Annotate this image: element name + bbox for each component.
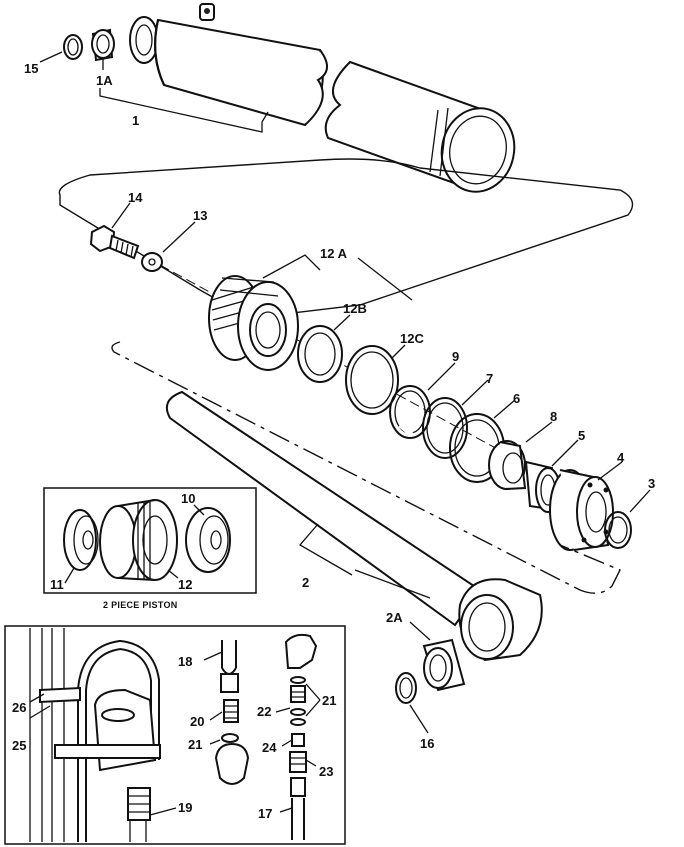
part-7-ring <box>422 397 468 459</box>
inset-two-piece-piston <box>43 487 257 594</box>
callout-5: 5 <box>578 428 585 443</box>
part-16-seal <box>395 672 417 704</box>
part-12A-piston <box>208 275 299 371</box>
callout-8: 8 <box>550 409 557 424</box>
callout-20: 20 <box>190 714 204 729</box>
inset-caption: 2 PIECE PISTON <box>103 600 178 610</box>
part-12B-ring <box>297 325 343 383</box>
callout-21-right: 21 <box>322 693 336 708</box>
callout-1A: 1A <box>96 73 113 88</box>
part-14-bolt <box>89 224 140 260</box>
callout-6: 6 <box>513 391 520 406</box>
callout-18: 18 <box>178 654 192 669</box>
callout-24: 24 <box>262 740 277 755</box>
callout-11: 11 <box>50 577 64 592</box>
callout-10: 10 <box>181 491 195 506</box>
callout-12: 12 <box>178 577 192 592</box>
callout-2: 2 <box>302 575 309 590</box>
part-8-wiper <box>488 440 527 490</box>
part-9-snap-ring <box>389 385 431 439</box>
part-4-gland <box>549 469 614 551</box>
bracket-1 <box>99 88 263 133</box>
callout-22: 22 <box>257 704 271 719</box>
callout-12A: 12 A <box>320 246 348 261</box>
callout-15: 15 <box>24 61 38 76</box>
callout-12B: 12B <box>343 301 367 316</box>
part-13-washer <box>141 252 163 272</box>
leader-15 <box>39 51 63 63</box>
callout-2A: 2A <box>386 610 403 625</box>
callout-3: 3 <box>648 476 655 491</box>
callout-14: 14 <box>128 190 143 205</box>
callout-7: 7 <box>486 371 493 386</box>
callout-13: 13 <box>193 208 207 223</box>
part-1A-bushing <box>91 28 115 62</box>
callout-9: 9 <box>452 349 459 364</box>
part-15-seal <box>63 34 83 60</box>
cylinder-barrel <box>129 3 516 193</box>
callout-25: 25 <box>12 738 26 753</box>
part-2A-bushing <box>422 638 466 692</box>
group-outline-upper <box>58 158 634 319</box>
callout-1: 1 <box>132 113 139 128</box>
callout-23: 23 <box>319 764 333 779</box>
callout-16: 16 <box>420 736 434 751</box>
part-12C-ring <box>345 345 399 415</box>
group-outline-lower <box>111 341 621 594</box>
inset-hose-fittings <box>4 625 346 845</box>
callout-19: 19 <box>178 800 192 815</box>
callout-12C: 12C <box>400 331 424 346</box>
callout-17: 17 <box>258 806 272 821</box>
callout-4: 4 <box>617 450 625 465</box>
callout-26: 26 <box>12 700 26 715</box>
part-3-ring <box>604 511 632 549</box>
part-2-piston-rod <box>166 390 543 662</box>
callout-21-left: 21 <box>188 737 202 752</box>
